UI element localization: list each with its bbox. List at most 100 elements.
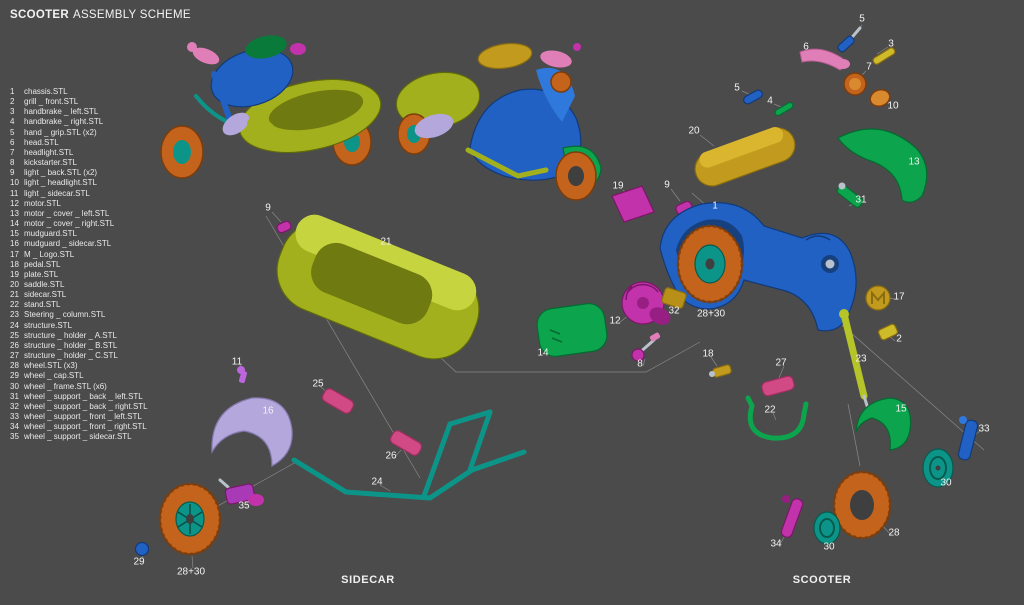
callout-18: 18 xyxy=(702,348,714,360)
part-list-item: 35 wheel _ support _ sidecar.STL xyxy=(10,432,148,442)
part-filename: wheel _ frame.STL (x6) xyxy=(24,381,107,391)
callout-27: 27 xyxy=(775,357,787,369)
part-number: 22 xyxy=(10,300,19,310)
part-number: 28 xyxy=(10,361,19,371)
part-filename: structure.STL xyxy=(24,320,73,330)
callout-17: 17 xyxy=(893,291,905,303)
part-structure-frame xyxy=(291,409,527,501)
part-number: 23 xyxy=(10,310,19,320)
part-number: 10 xyxy=(10,178,19,188)
part-filename: wheel _ support _ front _ right.STL xyxy=(24,422,147,432)
part-head xyxy=(799,48,850,71)
callout-3: 3 xyxy=(888,38,894,50)
callout-22: 22 xyxy=(764,404,776,416)
part-number: 18 xyxy=(10,259,19,269)
part-number: 7 xyxy=(10,147,15,157)
callout-20: 20 xyxy=(688,125,700,137)
part-wheel-support-front-right xyxy=(780,495,804,538)
assembled-model-rear-view xyxy=(160,35,382,179)
callout-7: 7 xyxy=(866,61,872,73)
part-number: 9 xyxy=(10,168,15,178)
part-number: 29 xyxy=(10,371,19,381)
part-filename: headlight.STL xyxy=(24,147,74,157)
part-list-item: 16 mudguard _ sidecar.STL xyxy=(10,239,148,249)
part-plate xyxy=(611,185,655,223)
part-grill-front xyxy=(877,323,899,341)
part-wheel-rear xyxy=(676,224,744,304)
part-light-back-sidecar xyxy=(276,220,292,234)
part-filename: motor.STL xyxy=(24,198,61,208)
part-number: 21 xyxy=(10,290,19,300)
part-wheel-front xyxy=(832,470,892,540)
callout-24: 24 xyxy=(371,476,383,488)
part-number: 1 xyxy=(10,87,15,96)
part-filename: mudguard.STL xyxy=(24,229,77,239)
part-filename: wheel _ cap.STL xyxy=(24,371,84,381)
callout-26: 26 xyxy=(385,450,397,462)
part-headlight xyxy=(843,72,867,96)
callout-14: 14 xyxy=(537,347,549,359)
part-number: 3 xyxy=(10,107,15,117)
part-filename: structure _ holder _ C.STL xyxy=(24,351,118,361)
callout-5: 5 xyxy=(734,82,740,94)
part-filename: structure _ holder _ B.STL xyxy=(24,340,118,350)
part-number: 20 xyxy=(10,279,19,289)
part-handbrake-right xyxy=(774,101,794,117)
part-number: 4 xyxy=(10,117,15,127)
part-number: 16 xyxy=(10,239,19,249)
assembled-model-front-view xyxy=(395,42,602,201)
part-filename: plate.STL xyxy=(24,269,59,279)
part-filename: Steering _ column.STL xyxy=(24,310,106,320)
callout-8: 8 xyxy=(637,358,643,370)
part-number: 19 xyxy=(10,269,19,279)
callout-13: 13 xyxy=(908,156,920,168)
part-filename: wheel _ support _ back _ left.STL xyxy=(24,391,143,401)
part-number: 26 xyxy=(10,340,19,350)
part-filename: structure _ holder _ A.STL xyxy=(24,330,117,340)
callout-31: 31 xyxy=(855,194,867,206)
part-structure-holder-c xyxy=(761,375,795,397)
callout-30: 30 xyxy=(940,477,952,489)
part-filename: wheel _ support _ sidecar.STL xyxy=(24,432,132,442)
callout-11: 11 xyxy=(231,356,243,368)
part-filename: grill _ front.STL xyxy=(24,97,79,107)
section-label-scooter: SCOOTER xyxy=(792,574,852,586)
part-number: 14 xyxy=(10,219,19,229)
part-hand-grip-top xyxy=(837,26,862,53)
part-filename: wheel _ support _ front _ left.STL xyxy=(24,412,142,421)
callout-21: 21 xyxy=(380,236,392,248)
part-number: 32 xyxy=(10,401,19,411)
part-list-item: 7 headlight.STL xyxy=(10,148,148,158)
part-number: 35 xyxy=(10,432,19,442)
callout-6: 6 xyxy=(803,41,809,53)
part-filename: light _ back.STL (x2) xyxy=(24,168,98,178)
part-filename: motor _ cover _ left.STL xyxy=(24,208,110,218)
part-filename: light _ sidecar.STL xyxy=(24,188,90,198)
part-stand xyxy=(745,395,809,441)
part-filename: stand.STL xyxy=(24,300,61,310)
callout-1: 1 xyxy=(712,200,718,212)
part-number: 27 xyxy=(10,351,19,361)
part-filename: mudguard _ sidecar.STL xyxy=(24,239,112,249)
callout-19: 19 xyxy=(612,180,624,192)
part-number: 5 xyxy=(10,127,15,137)
callout-2: 2 xyxy=(896,333,902,345)
part-light-sidecar xyxy=(237,366,248,384)
callout-28+30: 28+30 xyxy=(696,308,726,320)
callout-15: 15 xyxy=(895,403,907,415)
